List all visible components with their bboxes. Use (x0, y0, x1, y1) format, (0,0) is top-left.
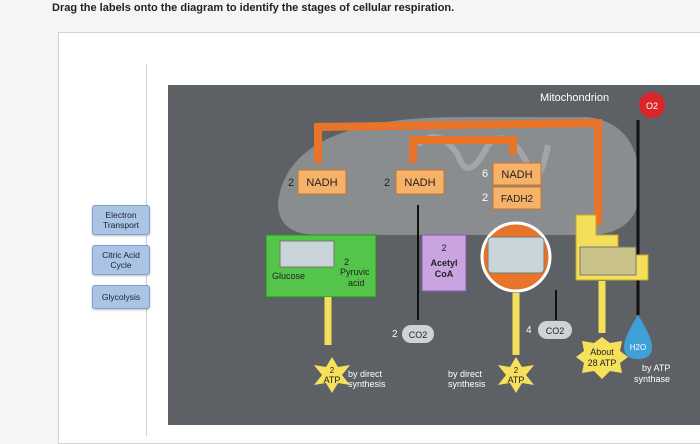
pyruvic-count: 2 (344, 257, 349, 267)
nadh-arrow-top (314, 118, 602, 225)
direct1-line2: synthesis (348, 379, 386, 389)
atp1-burst (314, 357, 350, 393)
nadh-arrow-mid (409, 136, 517, 163)
label-electron-transport[interactable]: Electron Transport (92, 205, 150, 235)
about-line2: 28 ATP (588, 358, 617, 368)
mitochondrion-label: Mitochondrion (540, 92, 609, 104)
co2b-count: 4 (526, 325, 532, 336)
nadh-box-2 (395, 169, 445, 195)
acetyl-line2: CoA (435, 269, 454, 279)
h2o-label: H2O (630, 343, 646, 352)
etc-drop-target (579, 246, 637, 276)
acetyl-line1: Acetyl (430, 258, 457, 268)
glucose-label: Glucose (272, 271, 305, 281)
byatp-line2: synthase (634, 374, 670, 384)
o2-circle (639, 92, 665, 118)
atp1-label: ATP (324, 375, 341, 385)
respiration-diagram: Mitochondrion O2 2 NADH 2 NADH 6 NADH 2 … (168, 85, 700, 425)
o2-label: O2 (646, 101, 658, 111)
atp2-label: ATP (508, 375, 525, 385)
instruction-text: Drag the labels onto the diagram to iden… (52, 2, 455, 14)
acetyl-coa-box (421, 234, 467, 292)
atp2-count: 2 (514, 366, 519, 375)
nadh-box-3 (492, 162, 542, 186)
nadh-3-label: NADH (501, 169, 532, 181)
nadh-2-count: 2 (384, 177, 390, 189)
about-line1: About (590, 347, 614, 357)
fadh-label: FADH2 (501, 194, 534, 205)
nadh-3-count: 6 (482, 168, 488, 180)
atp3-burst (576, 337, 628, 379)
citric-drop-target (487, 236, 545, 274)
co2b-label: CO2 (546, 326, 565, 336)
nadh-box-1 (297, 169, 347, 195)
fadh-box (492, 186, 542, 210)
label-glycolysis[interactable]: Glycolysis (92, 285, 150, 309)
byatp-line1: by ATP (642, 363, 670, 373)
nadh-1-count: 2 (288, 177, 294, 189)
acetyl-count: 2 (441, 243, 446, 253)
nadh-1-label: NADH (306, 177, 337, 189)
direct2-line1: by direct (448, 369, 483, 379)
pyruvic-line1: Pyruvic (340, 267, 370, 277)
atp1-count: 2 (330, 366, 335, 375)
direct2-line2: synthesis (448, 379, 486, 389)
co2a-count: 2 (392, 329, 398, 340)
nadh-2-label: NADH (404, 177, 435, 189)
label-citric-acid-cycle[interactable]: Citric Acid Cycle (92, 245, 150, 275)
co2a-pill (402, 325, 434, 343)
co2a-label: CO2 (409, 330, 428, 340)
co2b-pill (538, 321, 572, 339)
pyruvic-line2: acid (348, 278, 365, 288)
direct1-line1: by direct (348, 369, 383, 379)
h2o-drop (624, 315, 652, 359)
glycolysis-drop-target (279, 240, 335, 268)
fadh-count: 2 (482, 192, 488, 204)
label-tray-gutter (58, 64, 89, 436)
atp2-burst (498, 357, 534, 393)
